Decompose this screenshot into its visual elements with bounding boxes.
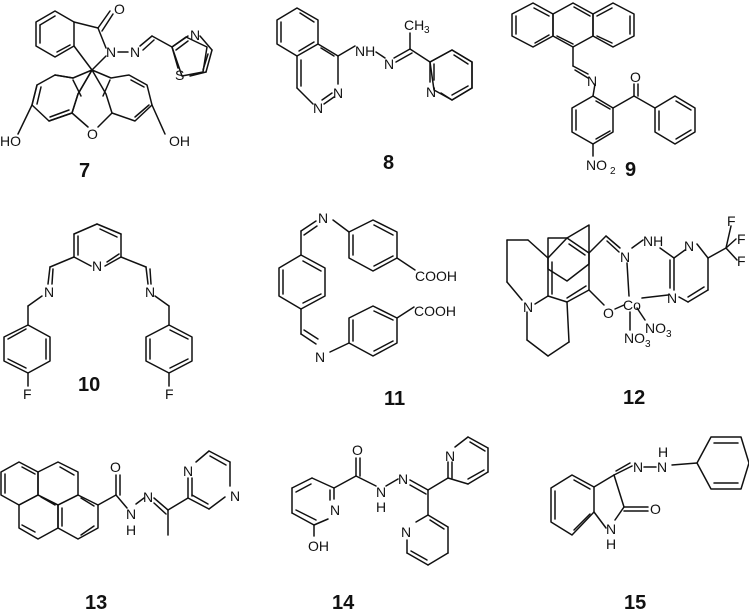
atom-label: N bbox=[318, 210, 328, 226]
atom-label: HO bbox=[0, 133, 21, 149]
atom-label: N bbox=[333, 85, 343, 101]
atom-label: H bbox=[376, 499, 386, 515]
atom-label: N bbox=[384, 56, 394, 72]
atom-label: O bbox=[87, 126, 98, 142]
compound-number-10: 10 bbox=[78, 374, 100, 396]
compound-number-11: 11 bbox=[384, 388, 405, 410]
atom-label: N bbox=[145, 284, 155, 300]
compound-number-12: 12 bbox=[623, 387, 645, 409]
atom-label: F bbox=[727, 213, 736, 229]
atom-label: N bbox=[684, 238, 694, 254]
atom-label: COOH bbox=[414, 303, 456, 319]
atom-label: F bbox=[737, 231, 746, 247]
atom-label: N bbox=[620, 249, 630, 265]
atom-label: Co bbox=[623, 297, 641, 313]
atom-label: 3 bbox=[666, 329, 672, 340]
compound-9-structure: N O NO 2 9 bbox=[511, 2, 696, 181]
atom-label: N bbox=[92, 258, 102, 274]
compound-number-8: 8 bbox=[383, 152, 394, 174]
atom-label: COOH bbox=[415, 268, 457, 284]
atom-label: F bbox=[737, 253, 746, 269]
atom-label: N bbox=[657, 459, 667, 475]
atom-label: NO bbox=[586, 157, 607, 173]
atom-label: OH bbox=[169, 133, 190, 149]
atom-label: N bbox=[315, 349, 325, 365]
atom-label: CH bbox=[404, 17, 424, 33]
atom-label: N bbox=[633, 459, 643, 475]
compound-7-structure: O N N N S O HO OH 7 bbox=[0, 1, 213, 182]
atom-label: OH bbox=[308, 538, 329, 554]
atom-label: N bbox=[183, 463, 193, 479]
atom-label: N bbox=[313, 100, 323, 116]
atom-label: O bbox=[630, 69, 641, 85]
atom-label: F bbox=[165, 386, 174, 402]
atom-label: N bbox=[398, 471, 408, 487]
atom-label: NH bbox=[355, 43, 375, 59]
atom-label: 3 bbox=[645, 339, 651, 350]
atom-label: H bbox=[126, 522, 136, 538]
atom-label: H bbox=[658, 444, 668, 460]
compound-15-structure: N N H O N H 15 bbox=[550, 436, 749, 613]
atom-label: N bbox=[426, 84, 436, 100]
compound-number-9: 9 bbox=[625, 159, 636, 181]
compound-14-structure: O N H N N OH N N 14 bbox=[291, 436, 489, 613]
atom-label: N bbox=[126, 506, 136, 522]
atom-label: N bbox=[606, 521, 616, 537]
atom-label: N bbox=[523, 299, 533, 315]
atom-label: N bbox=[143, 489, 153, 505]
atom-label: S bbox=[175, 67, 184, 83]
atom-label: NH bbox=[643, 233, 663, 249]
atom-label: O bbox=[650, 501, 661, 517]
atom-label: N bbox=[230, 488, 240, 504]
atom-label: NO bbox=[645, 320, 666, 336]
atom-label: N bbox=[667, 290, 677, 306]
compound-13-structure: O N H N N N 13 bbox=[0, 450, 240, 613]
atom-label: O bbox=[114, 1, 125, 17]
compound-11-structure: N N COOH COOH 11 bbox=[278, 210, 457, 410]
atom-label: 3 bbox=[424, 25, 430, 36]
atom-label: N bbox=[44, 284, 54, 300]
compound-number-7: 7 bbox=[79, 160, 90, 182]
atom-label: N bbox=[330, 502, 340, 518]
atom-label: F bbox=[23, 386, 32, 402]
atom-label: N bbox=[130, 44, 140, 60]
compound-number-14: 14 bbox=[332, 592, 355, 613]
atom-label: O bbox=[603, 305, 614, 321]
atom-label: N bbox=[376, 484, 386, 500]
atom-label: H bbox=[606, 536, 616, 552]
atom-label: N bbox=[401, 524, 411, 540]
compound-8-structure: NH N CH 3 N N N 8 bbox=[276, 7, 473, 174]
atom-label: NO bbox=[624, 330, 645, 346]
compound-number-13: 13 bbox=[85, 592, 107, 613]
atom-label: N bbox=[190, 27, 200, 43]
atom-label: N bbox=[587, 73, 597, 89]
compound-10-structure: N N N F F 10 bbox=[3, 223, 193, 402]
compound-number-15: 15 bbox=[624, 592, 646, 613]
atom-label: 2 bbox=[610, 166, 616, 177]
atom-label: O bbox=[110, 459, 121, 475]
compound-12-structure: N O N NH N N Co NO 3 NO 3 F F F 12 bbox=[506, 213, 746, 409]
atom-label: N bbox=[106, 44, 116, 60]
atom-label: O bbox=[352, 442, 363, 458]
atom-label: N bbox=[445, 448, 455, 464]
